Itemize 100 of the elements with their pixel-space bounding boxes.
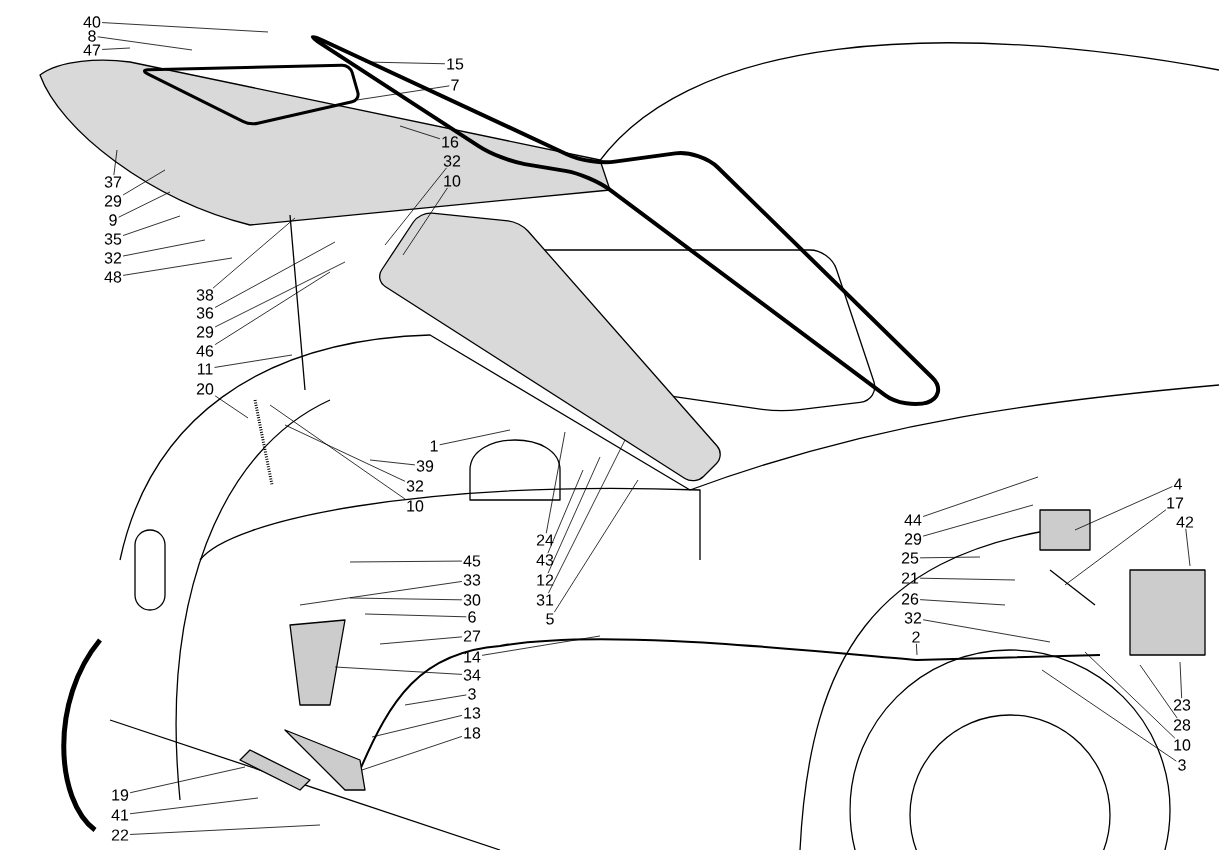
leader-line: [1084, 651, 1176, 739]
callout-number: 40: [83, 16, 101, 28]
leader-line: [1074, 486, 1173, 531]
leader-line: [1041, 669, 1177, 762]
leader-line: [379, 636, 463, 645]
callout-number: 32: [406, 480, 424, 492]
callout-number: 32: [904, 612, 922, 624]
leader-line: [922, 504, 1034, 537]
leader-line: [547, 469, 584, 554]
callout-number: 9: [109, 214, 117, 226]
leader-line: [402, 187, 448, 256]
leader-line: [113, 149, 118, 176]
callout-number: 29: [104, 195, 122, 207]
leader-line: [129, 824, 321, 835]
leader-line: [122, 257, 233, 276]
leader-line: [214, 261, 346, 328]
callout-number: 44: [904, 514, 922, 526]
callout-number: 30: [463, 594, 481, 606]
leader-line: [404, 694, 467, 706]
callout-number: 39: [416, 460, 434, 472]
callout-number: 37: [104, 176, 122, 188]
leader-line: [922, 476, 1039, 517]
leader-line: [481, 635, 601, 656]
leader-line: [919, 577, 1016, 581]
callout-number: 15: [447, 58, 464, 70]
leader-line: [548, 439, 626, 594]
callout-number: 32: [443, 155, 461, 167]
leader-line: [122, 239, 206, 257]
callout-number: 11: [197, 363, 213, 375]
leader-line: [1179, 661, 1183, 699]
callout-number: 26: [901, 593, 919, 605]
leader-line: [916, 643, 918, 656]
callout-number: 5: [546, 613, 554, 625]
leader-line: [349, 597, 463, 601]
leader-line: [1139, 664, 1178, 719]
leader-line: [399, 125, 441, 140]
callout-number: 2: [912, 631, 920, 643]
callout-number: 22: [111, 829, 129, 841]
leader-line: [361, 736, 463, 771]
callout-number: 8: [88, 30, 96, 42]
leader-line: [369, 459, 416, 466]
leader-line: [364, 613, 467, 618]
callout-number: 10: [407, 500, 424, 512]
leader-line: [922, 619, 1051, 643]
callout-number: 7: [451, 79, 459, 91]
leader-line: [299, 581, 463, 606]
callout-number: 10: [444, 175, 461, 187]
callout-number: 46: [196, 345, 214, 357]
leader-line: [101, 22, 269, 33]
callout-number: 42: [1176, 516, 1194, 528]
callout-number: 43: [536, 554, 554, 566]
callout-number: 10: [1174, 739, 1191, 751]
callout-number: 41: [111, 809, 129, 821]
callout-number: 6: [468, 611, 476, 623]
callout-number: 28: [1173, 719, 1191, 731]
leader-line: [129, 766, 246, 794]
leader-line: [97, 36, 193, 51]
leader-line: [214, 241, 336, 308]
leader-line: [553, 479, 639, 613]
callout-number: 29: [904, 533, 922, 545]
callout-number: 38: [196, 289, 214, 301]
leader-line: [122, 169, 166, 196]
callout-number: 27: [463, 630, 481, 642]
leader-line: [212, 217, 296, 289]
callout-number: 21: [901, 572, 919, 584]
leader-line: [129, 797, 259, 815]
callout-number: 24: [536, 534, 554, 546]
leader-line: [919, 556, 981, 559]
callout-number: 34: [463, 669, 481, 681]
leader-line: [1185, 528, 1191, 567]
leader-line: [545, 431, 566, 534]
leader-line: [101, 47, 131, 50]
callout-number: 14: [464, 651, 481, 663]
callout-number: 12: [537, 574, 554, 586]
callout-number: 3: [468, 688, 476, 700]
leader-line: [364, 61, 446, 65]
leader-line: [384, 167, 447, 246]
callout-number: 35: [104, 233, 122, 245]
callout-number: 1: [430, 440, 438, 452]
leader-line: [334, 666, 463, 675]
leader-line: [919, 599, 1006, 606]
callout-number: 32: [104, 252, 122, 264]
callout-number: 47: [83, 44, 101, 56]
callout-number: 13: [464, 707, 481, 719]
leader-line: [284, 424, 406, 482]
leader-line: [122, 215, 181, 236]
callout-number: 16: [442, 136, 459, 148]
leader-line: [118, 191, 171, 218]
callout-number: 23: [1173, 699, 1191, 711]
leader-line: [214, 354, 293, 368]
callout-number: 17: [1167, 497, 1184, 509]
leader-line: [371, 715, 463, 738]
leader-line: [269, 404, 406, 500]
callout-number: 31: [536, 594, 554, 606]
leader-line: [356, 85, 450, 101]
callout-number: 4: [1173, 478, 1182, 490]
leader-line: [439, 429, 511, 446]
leader-line: [349, 560, 463, 563]
leader-line: [214, 395, 249, 419]
callout-number: 18: [464, 727, 481, 739]
